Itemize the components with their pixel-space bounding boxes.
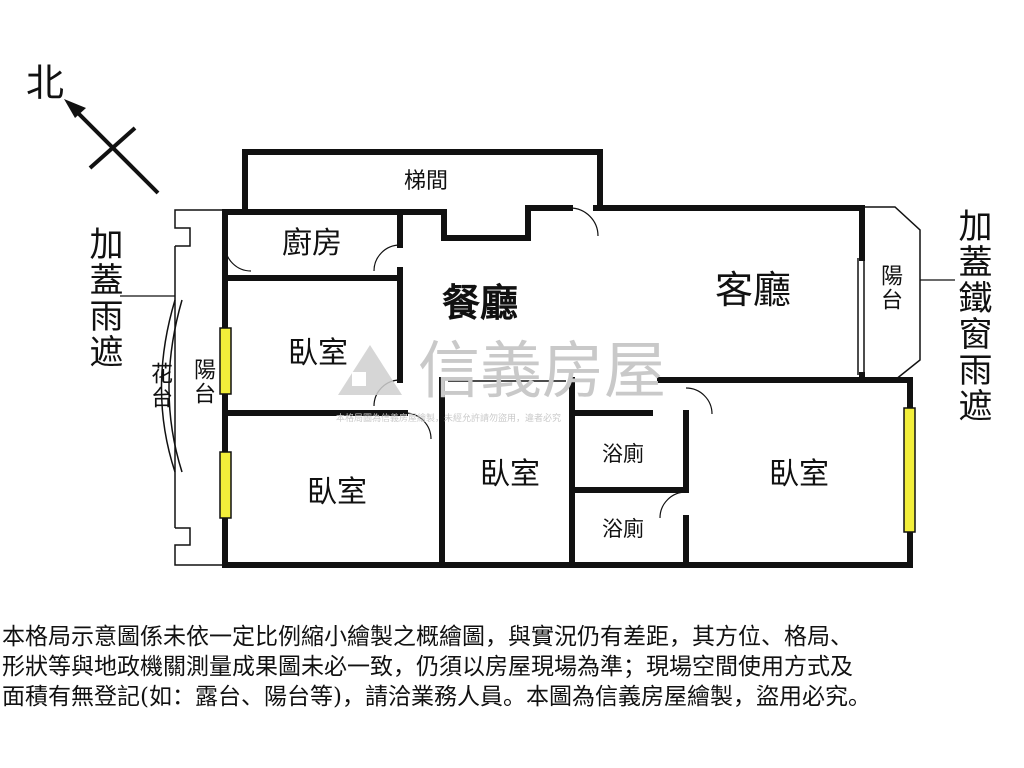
windows	[219, 327, 916, 533]
bedroom-nw-label: 臥室	[288, 336, 348, 371]
window-east	[903, 407, 916, 533]
balcony-east-label: 陽台	[877, 264, 902, 312]
kitchen-label: 廚房	[282, 226, 342, 261]
bedroom-se-label: 臥室	[769, 457, 829, 492]
exterior-walls	[222, 205, 913, 568]
watermark-notice: 本格局圖為信義房屋繪製，未經允許請勿盜用，違者必究	[336, 412, 561, 424]
kitchen-inner-door-icon	[373, 244, 401, 272]
watermark-logo	[338, 345, 402, 395]
disclaimer-line: 形狀等與地政機關測量成果圖未必一致，仍須以房屋現場為準；現場空間使用方式及	[2, 654, 853, 680]
flower-bed-label: 花台	[147, 362, 172, 410]
entry-door-icon	[569, 207, 599, 237]
disclaimer-text: 本格局示意圖係未依一定比例縮小繪製之概繪圖，與實況仍有差距，其方位、格局、 形狀…	[2, 622, 1024, 712]
balcony-west-label: 陽台	[190, 358, 215, 406]
east-canopy-label: 加蓋鐵窗雨遮	[952, 208, 992, 424]
west-balcony-outline	[160, 209, 225, 566]
watermark-brand: 信義房屋	[418, 334, 666, 407]
living-label: 客廳	[715, 268, 791, 312]
bath-upper-door-icon	[685, 387, 713, 415]
bath-lower-door-icon	[659, 491, 687, 519]
floor-plan: 北	[26, 61, 955, 568]
stairwell-walls	[242, 149, 603, 212]
interior-walls	[222, 209, 689, 568]
north-label: 北	[26, 61, 64, 105]
bath-lower-label: 浴廁	[602, 517, 644, 541]
bedroom-sw-door-icon	[404, 412, 432, 440]
bedroom-center-label: 臥室	[480, 457, 540, 492]
kitchen-door-icon	[224, 244, 252, 272]
window-west-upper	[219, 327, 232, 395]
disclaimer-line: 本格局示意圖係未依一定比例縮小繪製之概繪圖，與實況仍有差距，其方位、格局、	[2, 624, 853, 650]
north-arrow-icon	[64, 99, 160, 195]
disclaimer-line: 面積有無登記(如：露台、陽台等)，請洽業務人員。本圖為信義房屋繪製，盜用必究。	[2, 684, 871, 710]
west-canopy-label: 加蓋雨遮	[83, 226, 123, 370]
bedroom-sw-label: 臥室	[307, 475, 367, 510]
dining-label: 餐廳	[442, 280, 518, 325]
bath-upper-label: 浴廁	[602, 442, 644, 466]
window-west-lower	[219, 451, 232, 519]
stairwell-label: 梯間	[404, 169, 448, 194]
